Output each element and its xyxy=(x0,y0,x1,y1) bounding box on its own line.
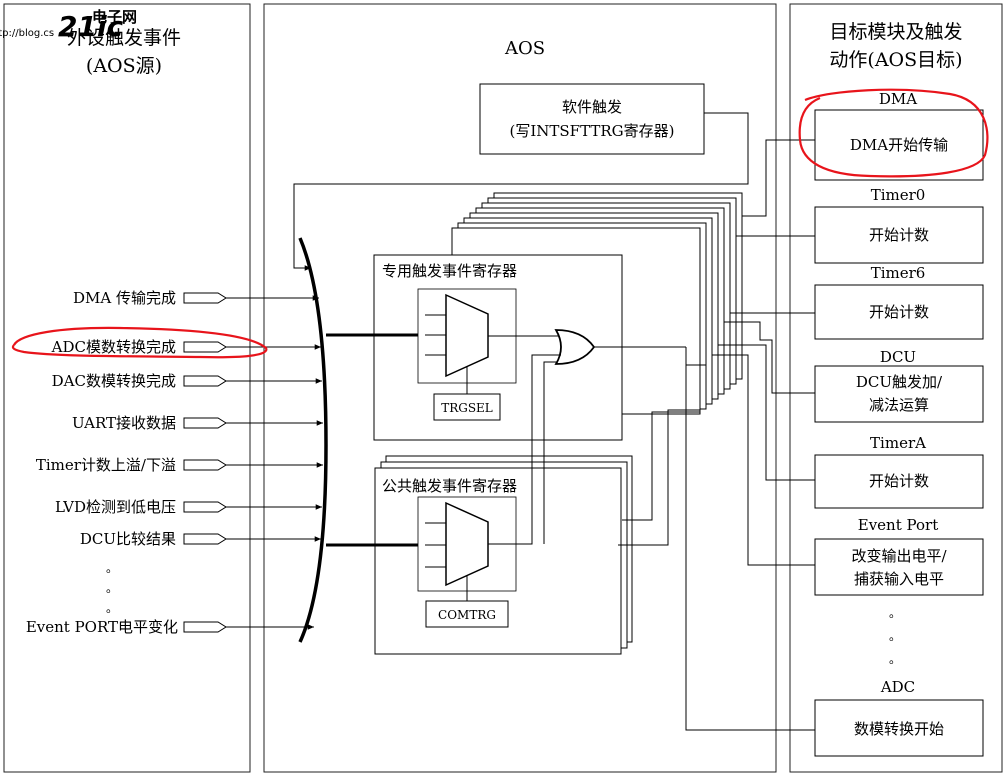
target-list: DMA DMA开始传输 Timer0 开始计数 Timer6 开始计数 DCU … xyxy=(814,90,984,757)
source-flags xyxy=(183,292,227,633)
common-mux xyxy=(445,501,489,587)
right-panel xyxy=(789,3,1003,773)
target-box-timera xyxy=(814,454,984,509)
right-ellipsis-1: 。 xyxy=(889,606,901,620)
watermark-url: http://blog.cs xyxy=(0,28,54,39)
source-label-uart: UART接收数据 xyxy=(72,414,176,432)
target-name-eventport: Event Port xyxy=(858,516,938,534)
target-box-dma xyxy=(814,109,984,181)
source-arrows xyxy=(226,295,323,630)
or-gate xyxy=(554,329,596,365)
target-action-timera: 开始计数 xyxy=(869,472,929,490)
target-name-dma: DMA xyxy=(879,90,917,108)
highlight-adc-source xyxy=(11,326,268,359)
source-bus xyxy=(298,237,328,643)
right-ellipsis-3: 。 xyxy=(889,652,901,666)
comtrg-box xyxy=(425,600,509,628)
flag-icon xyxy=(183,375,227,387)
trgsel-label: TRGSEL xyxy=(441,401,493,415)
left-title-line2: (AOS源) xyxy=(86,55,162,77)
flag-icon xyxy=(183,417,227,429)
source-label-adc: ADC模数转换完成 xyxy=(51,338,176,356)
right-ellipsis-2: 。 xyxy=(889,629,901,643)
dedicated-mux xyxy=(445,293,489,378)
source-label-lvd: LVD检测到低电压 xyxy=(55,498,176,516)
target-name-timera: TimerA xyxy=(870,434,926,452)
trgsel-box xyxy=(433,393,501,421)
target-action-timer0: 开始计数 xyxy=(869,226,929,244)
left-panel xyxy=(3,3,251,773)
target-routes xyxy=(618,139,815,731)
target-action-dma: DMA开始传输 xyxy=(850,136,948,154)
left-ellipsis-2: 。 xyxy=(106,581,118,595)
watermark-21ic: 21ic xyxy=(58,10,124,43)
source-list: DMA 传输完成 ADC模数转换完成 DAC数模转换完成 UART接收数据 Ti… xyxy=(26,289,178,636)
target-action-adc: 数模转换开始 xyxy=(854,720,944,738)
target-action-eventport-2: 捕获输入电平 xyxy=(854,570,944,588)
watermark-text: 电子网 xyxy=(92,8,137,26)
target-name-dcu: DCU xyxy=(880,348,916,366)
target-box-timer0 xyxy=(814,206,984,264)
flag-icon xyxy=(183,341,227,353)
dedicated-register-label: 专用触发事件寄存器 xyxy=(382,262,517,280)
source-label-dcu: DCU比较结果 xyxy=(80,530,176,548)
software-trigger-box xyxy=(479,83,705,155)
flag-icon xyxy=(183,292,227,304)
flag-icon xyxy=(183,459,227,471)
comtrg-label: COMTRG xyxy=(438,608,496,622)
target-name-timer0: Timer0 xyxy=(871,186,926,204)
common-register-label: 公共触发事件寄存器 xyxy=(382,477,517,495)
right-title-line1: 目标模块及触发 xyxy=(829,21,962,43)
aos-title: AOS xyxy=(504,38,545,59)
software-trigger-route xyxy=(293,112,749,271)
source-label-eventport: Event PORT电平变化 xyxy=(26,618,178,636)
target-action-dcu-1: DCU触发加/ xyxy=(856,373,943,391)
highlight-dma-target xyxy=(798,88,989,178)
software-trigger-line1: 软件触发 xyxy=(562,98,622,116)
target-box-dcu xyxy=(814,365,984,423)
source-label-dma: DMA 传输完成 xyxy=(73,289,176,307)
target-box-adc xyxy=(814,699,984,757)
flag-icon xyxy=(183,533,227,545)
source-label-timer: Timer计数上溢/下溢 xyxy=(36,456,176,474)
target-box-eventport xyxy=(814,538,984,596)
common-to-or xyxy=(488,354,561,545)
target-action-dcu-2: 减法运算 xyxy=(869,396,929,414)
source-label-dac: DAC数模转换完成 xyxy=(52,372,176,390)
left-ellipsis-3: 。 xyxy=(106,601,118,615)
flag-icon xyxy=(183,621,227,633)
target-name-adc: ADC xyxy=(880,678,915,696)
target-name-timer6: Timer6 xyxy=(871,264,926,282)
software-trigger-line2: (写INTSFTTRG寄存器) xyxy=(509,122,674,140)
common-feed xyxy=(543,361,558,544)
left-ellipsis-1: 。 xyxy=(106,561,118,575)
left-title-line1: 外设触发事件 xyxy=(67,27,181,49)
right-title-line2: 动作(AOS目标) xyxy=(829,49,962,71)
target-action-timer6: 开始计数 xyxy=(869,303,929,321)
flag-icon xyxy=(183,501,227,513)
middle-panel xyxy=(263,3,777,773)
target-box-timer6 xyxy=(814,284,984,340)
target-action-eventport-1: 改变输出电平/ xyxy=(851,547,947,565)
watermark-logo: http://blog.cs 21ic 电子网 xyxy=(0,8,137,43)
